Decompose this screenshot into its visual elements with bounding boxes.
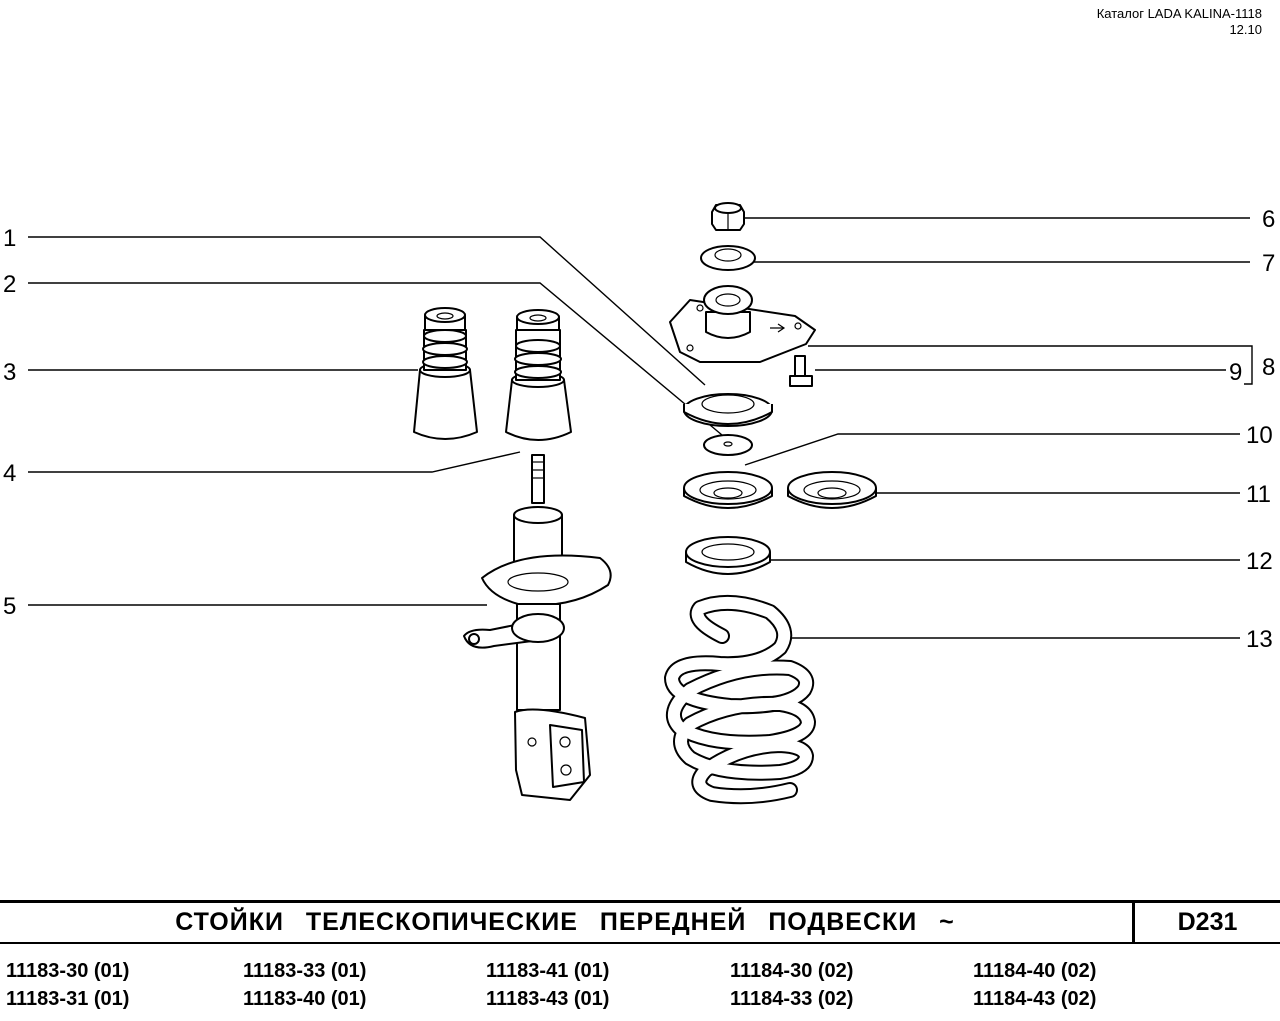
bearing-1: [683, 393, 773, 427]
model-column: 11183-30 (01) 11183-31 (01): [6, 957, 129, 1013]
catalog-date: 12.10: [1229, 22, 1262, 37]
model-column: 11184-30 (02) 11184-33 (02): [730, 957, 853, 1013]
washer-7: [700, 245, 756, 271]
model-code: 11184-30 (02): [730, 960, 854, 982]
model-column: 11183-41 (01) 11183-43 (01): [486, 957, 609, 1013]
callout-4: 4: [3, 460, 16, 487]
spring-insulator-12: [685, 536, 771, 575]
leader-line-4: [28, 451, 521, 473]
model-code: 11183-30 (01): [6, 960, 130, 982]
spring-seat-11: [787, 471, 877, 509]
callout-12: 12: [1246, 548, 1273, 575]
callout-13: 13: [1246, 626, 1273, 653]
model-code: 11183-33 (01): [243, 960, 367, 982]
model-code: 11183-40 (01): [243, 988, 367, 1010]
model-code: 11183-43 (01): [486, 988, 610, 1010]
callout-6: 6: [1262, 206, 1275, 233]
leader-lines: [28, 217, 1253, 639]
upper-support-8: [669, 285, 816, 363]
callout-numbers: 1 2 3 4 5 6 7 8 9 10 11 12 13: [3, 206, 1275, 653]
callout-1: 1: [3, 225, 16, 252]
exploded-parts-diagram: 1 2 3 4 5 6 7 8 9 10 11 12 13: [3, 202, 1275, 805]
callout-9: 9: [1229, 359, 1242, 386]
callout-10: 10: [1246, 422, 1273, 449]
spring-seat-10: [683, 471, 773, 509]
model-column: 11184-40 (02) 11184-43 (02): [973, 957, 1096, 1013]
callout-3: 3: [3, 359, 16, 386]
model-code: 11184-33 (02): [730, 988, 854, 1010]
strut-assembly-5: [463, 454, 612, 801]
model-code: 11183-41 (01): [486, 960, 610, 982]
washer-2: [703, 434, 753, 456]
leader-line-8: [808, 345, 1253, 385]
callout-7: 7: [1262, 250, 1275, 277]
model-column: 11183-33 (01) 11183-40 (01): [243, 957, 366, 1013]
leader-line-2: [28, 282, 723, 436]
title-band: СТОЙКИ ТЕЛЕСКОПИЧЕСКИЕ ПЕРЕДНЕЙ ПОДВЕСКИ…: [0, 900, 1280, 944]
callout-11: 11: [1246, 481, 1271, 508]
page-code: D231: [1177, 908, 1238, 936]
callout-5: 5: [3, 593, 16, 620]
bump-stop-boot-4: [505, 309, 572, 441]
bump-stop-boot-3: [413, 307, 478, 440]
page-title: СТОЙКИ ТЕЛЕСКОПИЧЕСКИЕ ПЕРЕДНЕЙ ПОДВЕСКИ…: [175, 908, 955, 936]
bolt-9: [789, 355, 813, 387]
leader-line-1: [28, 236, 706, 386]
model-code: 11184-43 (02): [973, 988, 1097, 1010]
nut-6: [711, 202, 745, 231]
leader-line-10: [744, 433, 1240, 466]
model-code: 11184-40 (02): [973, 960, 1097, 982]
callout-2: 2: [3, 271, 16, 298]
catalog-title: Каталог LADA KALINA-1118: [1096, 6, 1262, 21]
coil-spring-13: [664, 594, 816, 805]
title-divider: [1132, 903, 1135, 942]
model-code: 11183-31 (01): [6, 988, 130, 1010]
callout-8: 8: [1262, 354, 1275, 381]
catalog-header: Каталог LADA KALINA-1118 12.10: [1097, 6, 1262, 38]
